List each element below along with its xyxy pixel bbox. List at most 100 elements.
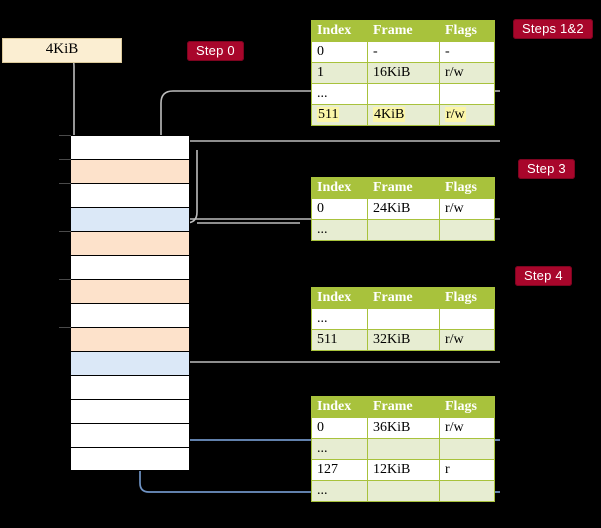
memory-frame-row (70, 207, 190, 231)
cell-frame (367, 308, 440, 330)
column-header-frame: Frame (367, 177, 440, 199)
cell-index: ... (311, 438, 368, 460)
column-header-frame: Frame (367, 287, 440, 309)
memory-frame-row (70, 447, 190, 471)
cell-text: r/w (445, 332, 464, 347)
cell-text: 36KiB (373, 420, 411, 435)
cell-flags: r/w (439, 198, 495, 220)
cell-index: 511 (311, 104, 368, 126)
cell-index: 511 (311, 329, 368, 351)
memory-frame-row (59, 327, 190, 351)
cell-text: 12KiB (373, 462, 411, 477)
cell-index: 1 (311, 62, 368, 84)
cell-flags: r/w (439, 417, 495, 439)
badge-step-0: Step 0 (187, 41, 244, 61)
cell-text: 127 (317, 462, 338, 477)
badge-steps-1-2: Steps 1&2 (513, 19, 593, 39)
cell-index: ... (311, 308, 368, 330)
table-row: 511 4KiB r/w (311, 104, 495, 126)
memory-frame-row (70, 423, 190, 447)
cell-index: 0 (311, 198, 368, 220)
cell-text: 24KiB (373, 201, 411, 216)
column-header-flags: Flags (439, 287, 495, 309)
column-header-index: Index (311, 177, 368, 199)
frame-tick-mark (59, 327, 71, 328)
cell-flags: r/w (439, 329, 495, 351)
cell-flags: r (439, 459, 495, 481)
table-row: 0 36KiB r/w (311, 417, 495, 439)
cell-flags: r/w (439, 62, 495, 84)
memory-frame-row (59, 183, 190, 207)
cell-text: r/w (445, 107, 466, 122)
table-row: ... (311, 83, 495, 105)
cell-text: ... (317, 441, 328, 456)
column-header-index: Index (311, 287, 368, 309)
cell-flags (439, 219, 495, 241)
cell-index: 0 (311, 417, 368, 439)
frame-size-box: 4KiB (2, 38, 122, 63)
physical-memory-column (59, 135, 190, 471)
memory-frame-row (70, 375, 190, 399)
cell-text: - (445, 44, 450, 59)
cell-index: ... (311, 480, 368, 502)
cell-flags: - (439, 41, 495, 63)
badge-step-3: Step 3 (518, 159, 575, 179)
cell-flags: r/w (439, 104, 495, 126)
table-row: ... (311, 480, 495, 502)
cell-text: 1 (317, 65, 324, 80)
column-header-flags: Flags (439, 177, 495, 199)
frame-tick-mark (59, 279, 71, 280)
cell-text: 16KiB (373, 65, 411, 80)
cell-flags (439, 438, 495, 460)
cell-flags (439, 308, 495, 330)
table-row: ... (311, 308, 495, 330)
cell-index: 127 (311, 459, 368, 481)
cell-frame: 12KiB (367, 459, 440, 481)
cell-text: - (373, 44, 378, 59)
cell-frame: - (367, 41, 440, 63)
table-row: ... (311, 438, 495, 460)
memory-frame-row (59, 135, 190, 159)
table-row: 0 24KiB r/w (311, 198, 495, 220)
memory-frame-row (59, 279, 190, 303)
cell-frame: 16KiB (367, 62, 440, 84)
cell-frame (367, 219, 440, 241)
frame-tick-mark (59, 231, 71, 232)
table-row: ... (311, 219, 495, 241)
cell-text: r/w (445, 201, 464, 216)
badge-label: Step 4 (524, 268, 563, 283)
cell-text: 0 (317, 201, 324, 216)
cell-frame (367, 438, 440, 460)
badge-label: Steps 1&2 (522, 21, 584, 36)
table-row: 127 12KiB r (311, 459, 495, 481)
cell-text: 4KiB (373, 107, 406, 122)
table-row: 0-- (311, 41, 495, 63)
cell-text: 511 (317, 332, 338, 347)
cell-frame: 4KiB (367, 104, 440, 126)
cell-frame (367, 480, 440, 502)
frame-tick-mark (59, 183, 71, 184)
table-row: 511 32KiB r/w (311, 329, 495, 351)
cell-text: 511 (317, 107, 340, 122)
cell-index: ... (311, 219, 368, 241)
memory-frame-row (59, 231, 190, 255)
cell-frame: 32KiB (367, 329, 440, 351)
badge-label: Step 0 (196, 43, 235, 58)
column-header-index: Index (311, 20, 368, 42)
column-header-flags: Flags (439, 20, 495, 42)
cell-flags (439, 83, 495, 105)
table-row: 1 16KiB r/w (311, 62, 495, 84)
cell-index: ... (311, 83, 368, 105)
badge-step-4: Step 4 (515, 266, 572, 286)
cell-index: 0 (311, 41, 368, 63)
cell-text: 32KiB (373, 332, 411, 347)
cell-frame: 36KiB (367, 417, 440, 439)
column-header-flags: Flags (439, 396, 495, 418)
cell-text: ... (317, 483, 328, 498)
cell-text: ... (317, 222, 328, 237)
memory-frame-row (70, 303, 190, 327)
